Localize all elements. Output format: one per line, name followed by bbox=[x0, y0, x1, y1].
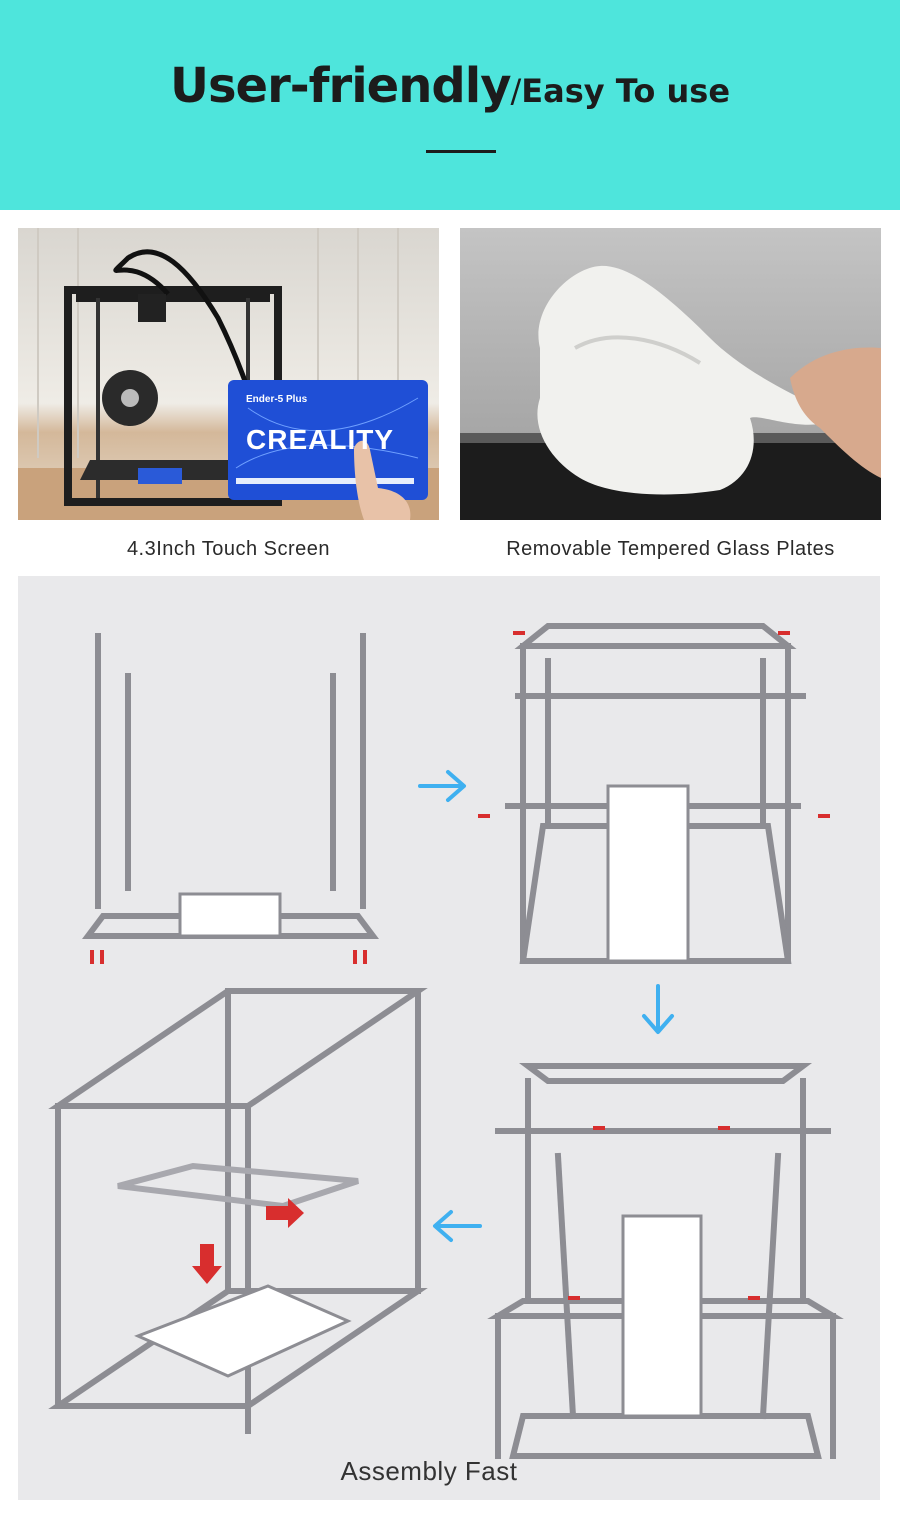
step-4-control-box bbox=[134, 1284, 352, 1378]
title-main: User-friendly bbox=[169, 58, 512, 114]
assembly-steps-illustration bbox=[48, 623, 844, 1459]
assembly-diagram: Assembly Fast bbox=[18, 576, 880, 1500]
step-1-frame bbox=[82, 633, 379, 939]
title-separator: / bbox=[510, 72, 522, 110]
title-underline bbox=[426, 150, 496, 153]
step-3-frame bbox=[487, 1063, 844, 1459]
step-2-control-box bbox=[606, 784, 690, 963]
touch-screen-photo: Ender-5 Plus CREALITY bbox=[18, 228, 439, 520]
model-illustration bbox=[460, 265, 881, 520]
printer-illustration bbox=[18, 228, 439, 520]
glass-plate-caption: Removable Tempered Glass Plates bbox=[506, 538, 835, 560]
page-title: User-friendly/Easy To use bbox=[0, 58, 900, 114]
arrow-down-icon bbox=[642, 984, 674, 1034]
arrow-left-icon bbox=[433, 1210, 482, 1242]
screen-model-label: Ender-5 Plus bbox=[246, 394, 308, 405]
arrow-right-icon bbox=[418, 770, 466, 802]
touch-screen-display bbox=[228, 380, 428, 500]
title-sub: Easy To use bbox=[521, 72, 731, 110]
screen-brand-logo: CREALITY bbox=[246, 424, 394, 455]
glass-plate-photo bbox=[460, 228, 881, 520]
assembly-caption: Assembly Fast bbox=[340, 1456, 518, 1486]
header-banner: User-friendly/Easy To use bbox=[0, 0, 900, 210]
touch-screen-caption: 4.3Inch Touch Screen bbox=[126, 538, 331, 560]
step-3-control-box bbox=[621, 1214, 703, 1418]
step-1-control-box bbox=[178, 892, 282, 938]
